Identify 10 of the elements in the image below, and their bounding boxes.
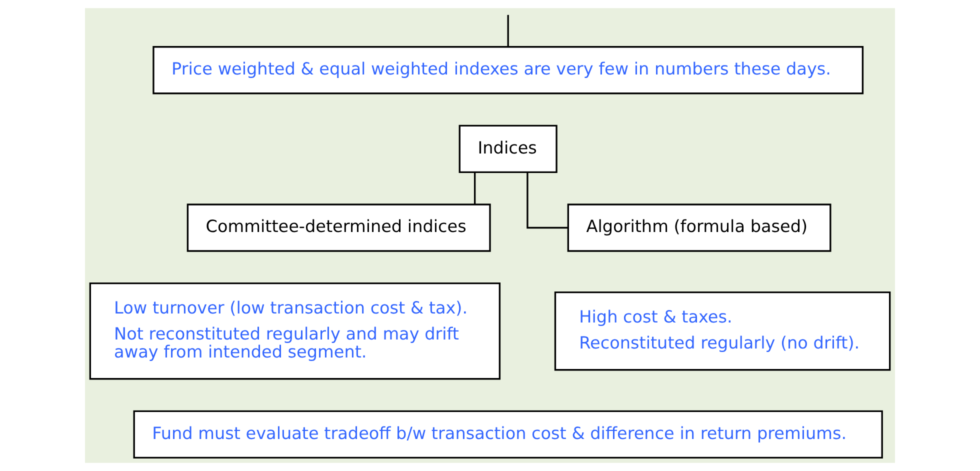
node-box: Committee-determined indices bbox=[186, 204, 491, 252]
node-box: Low turnover (low transaction cost & tax). Not reconstituted regularly and may drift away from intended segment. bbox=[89, 282, 501, 380]
connector bbox=[507, 14, 509, 47]
connector bbox=[474, 172, 476, 204]
node-box: Algorithm (formula based) bbox=[567, 204, 832, 252]
node-box: High cost & taxes. Reconstituted regularly (no drift). bbox=[554, 292, 891, 371]
connector bbox=[526, 172, 568, 229]
node-box: Indices bbox=[458, 124, 558, 174]
node-box: Fund must evaluate tradeoff b/w transaction cost & difference in return premiums. bbox=[133, 410, 883, 459]
node-box: Price weighted & equal weighted indexes are very few in numbers these days. bbox=[152, 46, 864, 94]
